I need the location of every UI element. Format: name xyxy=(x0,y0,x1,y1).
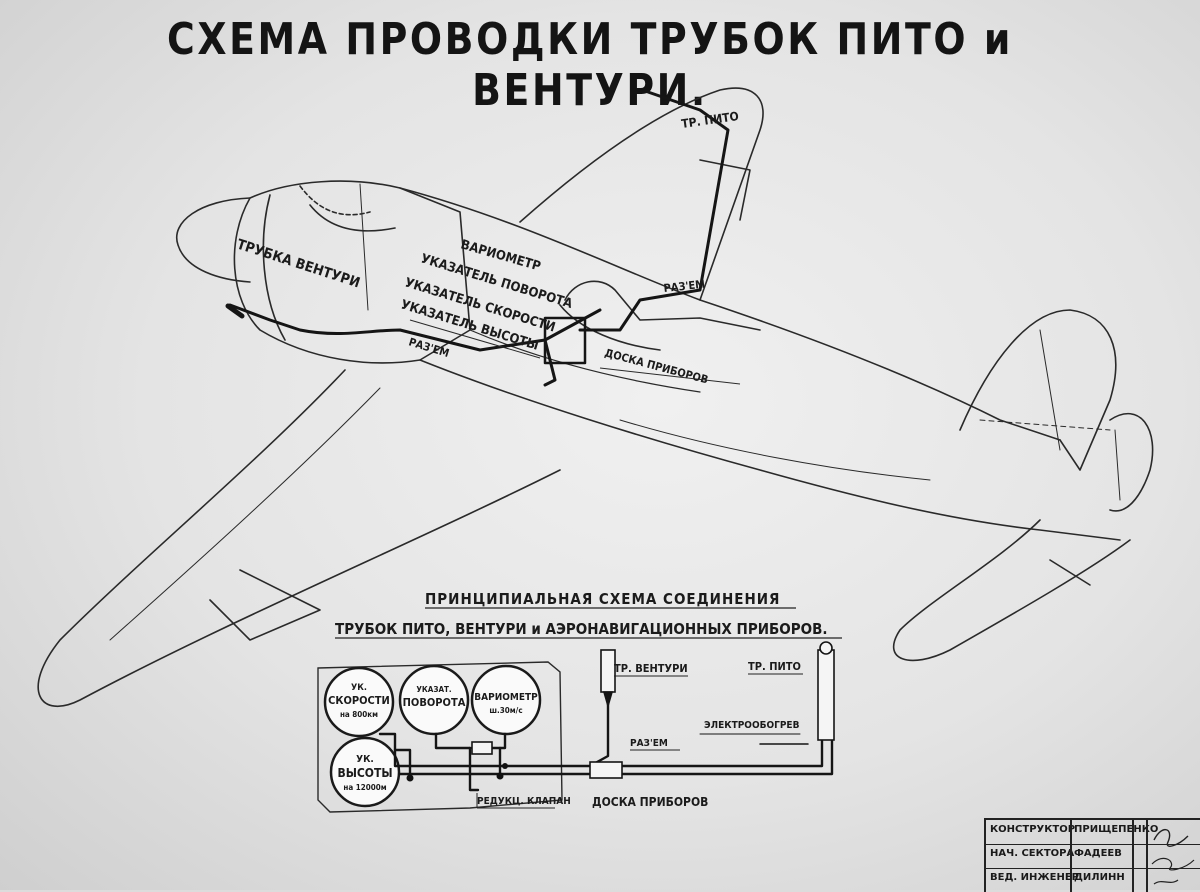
connector-coupling xyxy=(589,761,623,779)
gauge-altitude-line2: ВЫСОТЫ xyxy=(337,766,392,780)
label-instrument-panel: ДОСКА ПРИБОРОВ xyxy=(603,346,709,386)
schematic-heading-1: ПРИНЦИПИАЛЬНАЯ СХЕМА СОЕДИНЕНИЯ xyxy=(425,590,780,608)
stamp-row: НАЧ. СЕКТОРА ФАДЕЕВ xyxy=(986,844,1200,869)
stamp-name: ДИЛИНН xyxy=(1074,872,1125,883)
label-sch-venturi: ТР. ВЕНТУРИ xyxy=(614,662,688,675)
gauge-altitude-line1: УК. xyxy=(356,754,374,765)
label-sch-heater: ЭЛЕКТРООБОГРЕВ xyxy=(704,720,800,731)
gauge-speed-line2: СКОРОСТИ xyxy=(328,694,390,707)
far-wing xyxy=(519,87,764,301)
stamp-row: КОНСТРУКТОР ПРИЩЕПЕНКО xyxy=(986,820,1200,845)
gauge-turn-line1: УКАЗАТ. xyxy=(416,685,451,694)
label-sch-connector: РАЗ'ЕМ xyxy=(630,738,668,749)
tail-fin xyxy=(959,309,1117,471)
schematic-heading-2: ТРУБОК ПИТО, ВЕНТУРИ и АЭРОНАВИГАЦИОННЫХ… xyxy=(335,620,828,638)
label-sch-pitot: ТР. ПИТО xyxy=(748,660,801,673)
gauge-variometer-line1: ВАРИОМЕТР xyxy=(474,692,538,703)
label-connector-fuselage: РАЗ'ЕМ xyxy=(407,335,451,360)
venturi-body xyxy=(600,649,616,693)
spinner-outline xyxy=(175,197,251,283)
title-block: КОНСТРУКТОР ПРИЩЕПЕНКО НАЧ. СЕКТОРА ФАДЕ… xyxy=(984,818,1200,892)
stabilizer xyxy=(893,519,1131,662)
label-connector-wing: РАЗ'ЕМ xyxy=(663,278,706,295)
canopy xyxy=(564,280,761,331)
near-wing xyxy=(37,369,561,708)
gauge-variometer-line2: ш.30м/с xyxy=(489,706,522,715)
gauge-altitude xyxy=(329,736,401,808)
venturi-pipe xyxy=(228,303,557,387)
cowl-outline xyxy=(233,180,471,364)
gauge-altitude-line3: на 12000м xyxy=(343,783,386,792)
gauge-speed xyxy=(323,666,395,738)
label-venturi-tube: ТРУБКА ВЕНТУРИ xyxy=(235,237,362,292)
gauge-speed-line3: на 800км xyxy=(340,710,378,719)
gauge-speed-line1: УК. xyxy=(351,683,367,693)
reducer-valve xyxy=(471,741,493,755)
label-sch-panel: ДОСКА ПРИБОРОВ xyxy=(592,795,708,809)
stamp-row: ВЕД. ИНЖЕНЕР ДИЛИНН xyxy=(986,868,1200,892)
stamp-name: ПРИЩЕПЕНКО xyxy=(1074,824,1159,835)
gauge-turn-line2: ПОВОРОТА xyxy=(403,696,466,709)
schematic-panel xyxy=(317,661,563,813)
page-title: СХЕМА ПРОВОДКИ ТРУБОК ПИТО и ВЕНТУРИ. xyxy=(166,14,1014,116)
pitot-pipe xyxy=(578,90,730,332)
instrument-panel-box xyxy=(543,316,587,365)
pitot-body xyxy=(817,649,835,741)
gauge-turn xyxy=(398,664,470,736)
stamp-role: ВЕД. ИНЖЕНЕР xyxy=(990,872,1079,883)
stamp-role: НАЧ. СЕКТОРА xyxy=(990,848,1075,859)
label-sch-reducer: РЕДУКЦ. КЛАПАН xyxy=(477,796,571,807)
fuselage-bottom xyxy=(419,359,1121,541)
stamp-name: ФАДЕЕВ xyxy=(1074,848,1122,859)
signature-marks xyxy=(1151,829,1195,885)
label-pitot-tube: ТР. ПИТО xyxy=(680,109,739,131)
stamp-role: КОНСТРУКТОР xyxy=(990,824,1076,835)
